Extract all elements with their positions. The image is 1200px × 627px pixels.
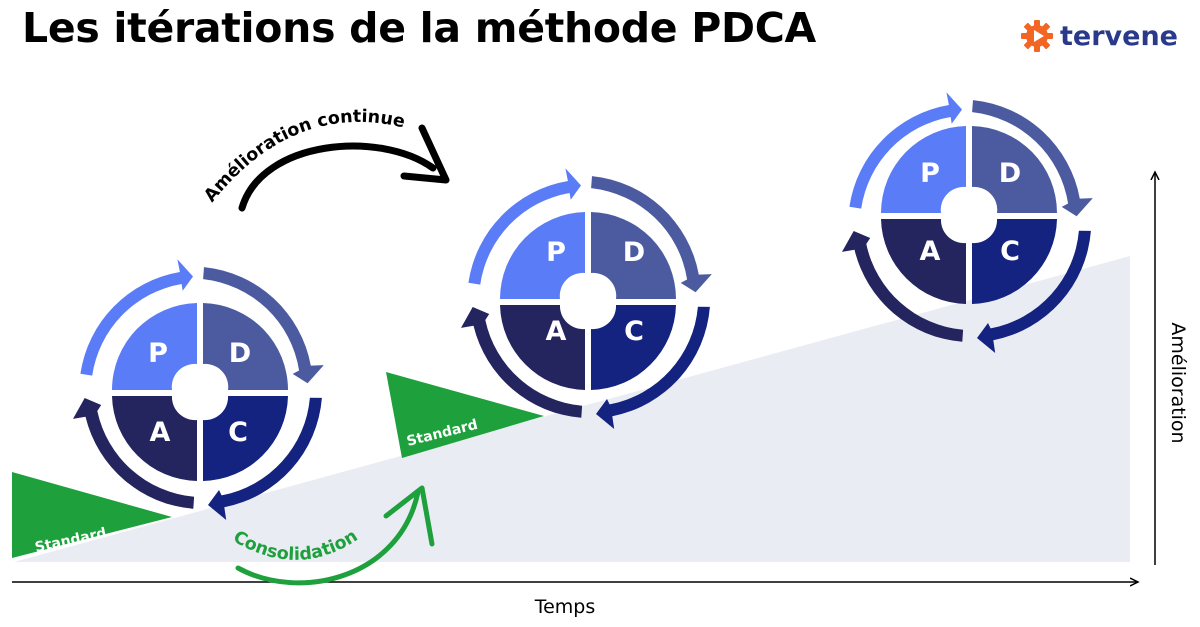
quadrant-do bbox=[203, 303, 288, 390]
logo-text: tervene bbox=[1060, 20, 1178, 52]
arrow-plan bbox=[80, 259, 193, 376]
label-plan: P bbox=[148, 338, 168, 369]
quadrant-check bbox=[203, 396, 288, 481]
arrow-check bbox=[208, 397, 322, 520]
consolidation-arrowhead bbox=[383, 485, 435, 547]
gear-play-icon bbox=[1021, 20, 1054, 52]
continuous-improvement-annotation: Amélioration continue bbox=[200, 107, 450, 212]
continuous-improvement-arrow bbox=[238, 142, 437, 212]
pdca-cycle-3: P D A C bbox=[842, 92, 1093, 353]
arrow-plan bbox=[468, 168, 581, 285]
quadrant-plan bbox=[112, 303, 197, 390]
consolidation-arrow bbox=[235, 489, 421, 586]
pdca-cycle-1: P D A C bbox=[73, 259, 324, 520]
quadrant-plan bbox=[500, 212, 585, 299]
label-plan: P bbox=[920, 158, 940, 189]
arrow-plan bbox=[849, 92, 962, 209]
arrow-act bbox=[842, 231, 964, 342]
quadrant-do bbox=[972, 126, 1057, 213]
arrow-act bbox=[73, 398, 195, 509]
label-check: C bbox=[624, 316, 644, 347]
label-act: A bbox=[150, 417, 171, 448]
arrow-do bbox=[591, 176, 712, 293]
arrow-do bbox=[203, 267, 324, 384]
quadrant-act bbox=[500, 305, 585, 390]
label-do: D bbox=[999, 158, 1021, 189]
label-do: D bbox=[229, 338, 251, 369]
pdca-cycle-2: P D A C bbox=[461, 168, 712, 429]
quadrant-check bbox=[591, 305, 676, 390]
continuous-improvement-arrowhead bbox=[400, 124, 450, 184]
arrow-do bbox=[972, 100, 1093, 217]
page-title: Les itérations de la méthode PDCA bbox=[22, 4, 816, 52]
label-check: C bbox=[1000, 236, 1020, 267]
label-check: C bbox=[228, 417, 248, 448]
quadrant-act bbox=[881, 219, 966, 304]
quadrant-act bbox=[112, 396, 197, 481]
label-act: A bbox=[546, 316, 567, 347]
label-act: A bbox=[920, 236, 941, 267]
quadrant-do bbox=[591, 212, 676, 299]
arrow-check bbox=[977, 230, 1091, 353]
quadrant-check bbox=[972, 219, 1057, 304]
label-plan: P bbox=[546, 237, 566, 268]
quadrant-plan bbox=[881, 126, 966, 213]
logo: tervene bbox=[1020, 16, 1178, 56]
x-axis-label: Temps bbox=[534, 596, 596, 618]
arrow-check bbox=[596, 306, 710, 429]
label-do: D bbox=[623, 237, 645, 268]
y-axis-label: Amélioration bbox=[1167, 322, 1189, 443]
arrow-act bbox=[461, 307, 583, 418]
